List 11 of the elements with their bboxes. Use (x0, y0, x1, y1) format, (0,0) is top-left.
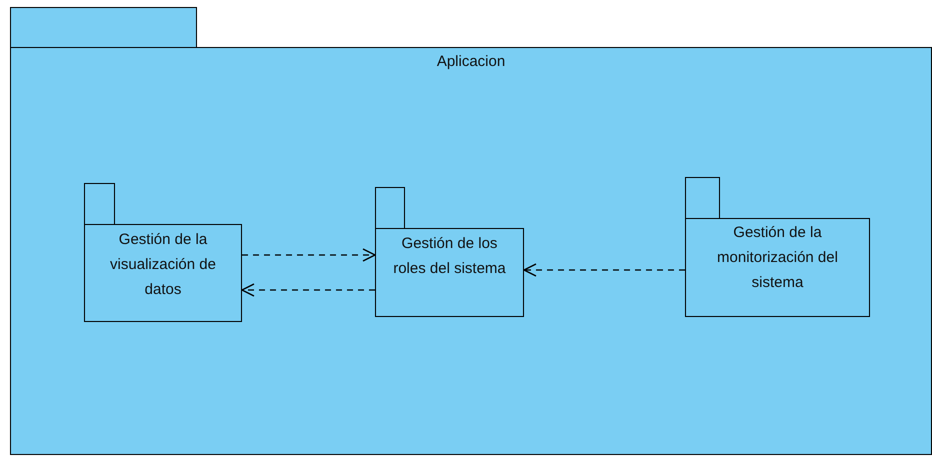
package-name: Gestión de los roles del sistema (392, 234, 507, 279)
package-box (685, 177, 870, 317)
package-name: Gestión de la visualización de datos (109, 230, 217, 300)
package-name: Gestión de la monitorización del sistema (716, 223, 839, 293)
package-box (375, 187, 524, 317)
package-box (10, 7, 932, 455)
package-title: Aplicacion (436, 52, 506, 72)
dependency-arrow (242, 248, 376, 262)
dependency-arrow (523, 263, 685, 277)
package-box (84, 183, 242, 322)
dependency-arrow (241, 283, 375, 297)
